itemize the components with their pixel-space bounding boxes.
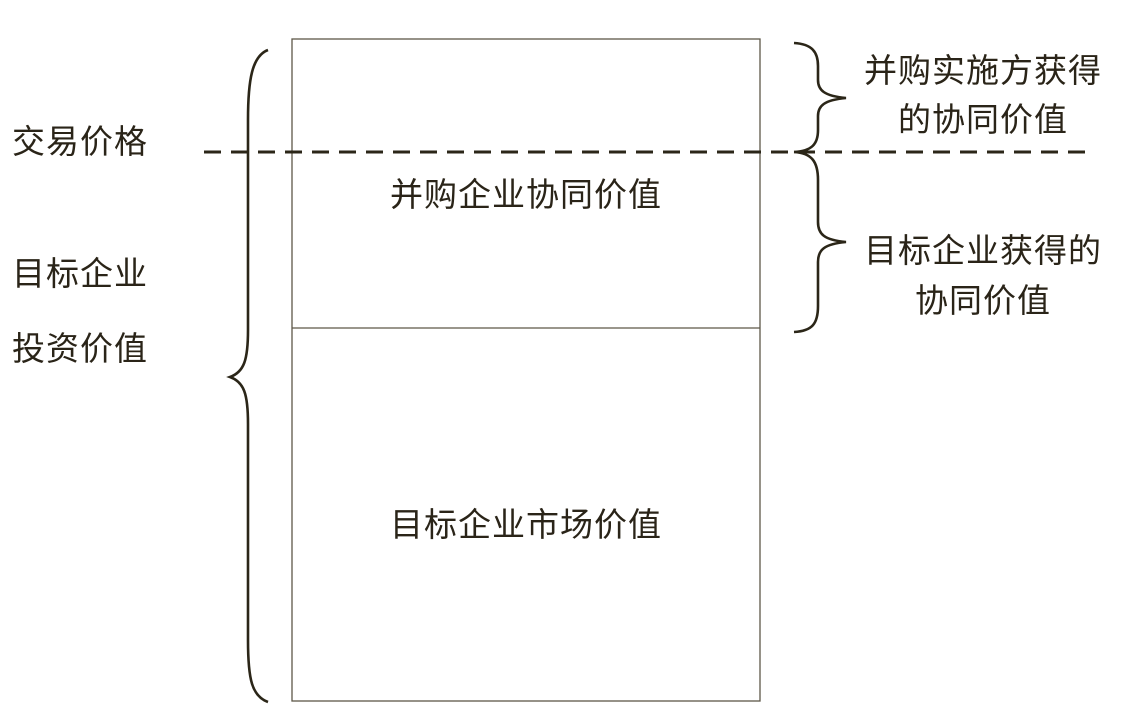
target-synergy-label-line1: 目标企业获得的 bbox=[864, 231, 1102, 270]
acquirer-synergy-label-line1: 并购实施方获得 bbox=[864, 51, 1102, 90]
acquirer-synergy-section-label: 并购企业协同价值 bbox=[390, 175, 662, 214]
acquirer-synergy-label-line2: 的协同价值 bbox=[898, 100, 1068, 139]
right-lower-brace bbox=[793, 150, 847, 334]
right-upper-brace bbox=[793, 41, 847, 154]
investment-value-label-line2: 投资价值 bbox=[12, 329, 148, 368]
target-market-value-section-label: 目标企业市场价值 bbox=[390, 505, 662, 544]
value-box bbox=[291, 38, 761, 702]
target-synergy-label-line2: 协同价值 bbox=[915, 281, 1051, 320]
investment-value-label-line1: 目标企业 bbox=[12, 254, 148, 293]
left-brace bbox=[226, 48, 269, 704]
transaction-price-label: 交易价格 bbox=[12, 122, 148, 161]
